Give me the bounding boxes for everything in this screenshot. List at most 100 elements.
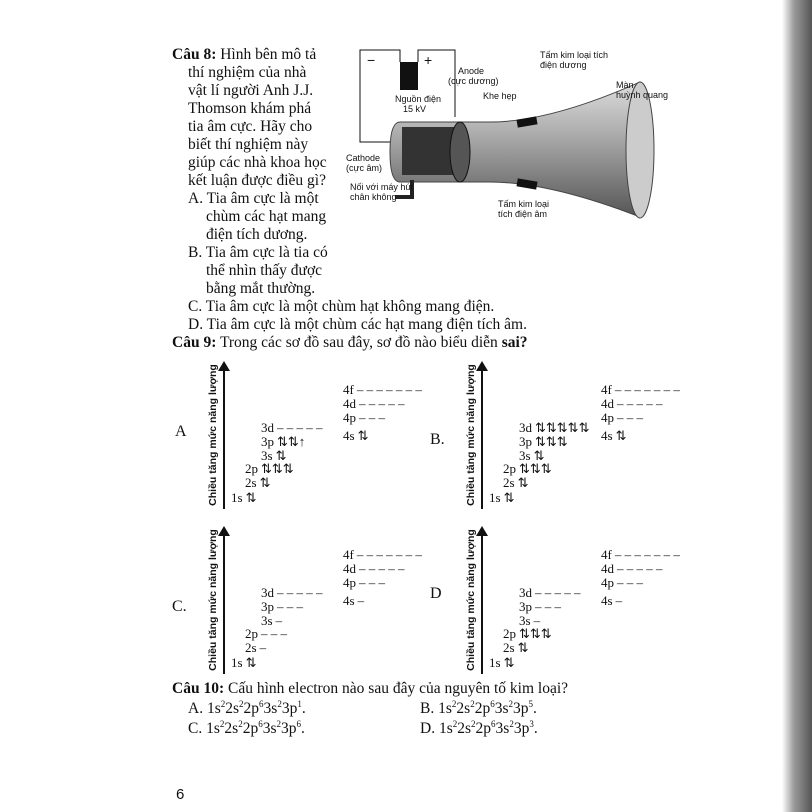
orbital-boxes: ⇅ [245,490,257,505]
orbital-level-4d: 4d– – – – – [601,562,663,576]
q8-option-b: B. Tia âm cực là tia có [188,244,328,261]
orbital-boxes: – – – [617,575,643,590]
orbital-boxes: – – – [277,599,303,614]
q9-emph: sai? [501,334,528,351]
orbital-boxes: – – – – – [359,561,405,576]
label-screen: Màn [616,80,634,90]
orbital-boxes: – [357,593,365,608]
q8-option-a-line: điện tích dương. [206,226,308,243]
level-label: 3s [519,448,531,463]
orbital-boxes: – – – – – [617,396,663,411]
label-pos-plate: Tấm kim loại tích [540,50,609,60]
orbital-boxes: ⇅⇅↑ [277,434,306,449]
orbital-boxes: – – – [261,626,287,641]
level-label: 4d [343,396,356,411]
level-label: 3p [519,599,532,614]
energy-axis [223,534,225,674]
orbital-boxes: ⇅ [503,490,515,505]
orbital-level-3p: 3p– – – [519,600,561,614]
orbital-boxes: – – – [359,575,385,590]
orbital-boxes: – – – – – – – [614,547,680,562]
orbital-boxes: – – – – – [535,585,581,600]
level-label: 3p [261,434,274,449]
orbital-boxes: ⇅⇅⇅ [519,626,552,641]
question-10: Câu 10: Cấu hình electron nào sau đây củ… [172,680,568,698]
minus-sign: − [367,52,376,68]
orbital-boxes: – – – – – – – [356,382,422,397]
orbital-level-2s: 2s– [245,641,266,655]
q8-line: giúp các nhà khoa học [188,154,327,171]
orbital-boxes: ⇅ [245,655,257,670]
diagram-letter: C. [172,598,187,615]
axis-label: Chiều tăng mức năng lượng [207,529,219,671]
q8-option-b-line: bằng mắt thường. [206,280,316,297]
q10-text: Cấu hình electron nào sau đây của nguyên… [227,680,569,697]
orbital-level-3p: 3p⇅⇅⇅ [519,435,568,449]
cathode-ray-tube-drawing [359,49,655,219]
energy-axis [481,534,483,674]
orbital-boxes: – – – – – – – [614,382,680,397]
label-anode-sub: (cực dương) [448,76,499,86]
orbital-boxes: ⇅⇅⇅ [535,434,568,449]
level-label: 3d [261,420,274,435]
orbital-level-2p: 2p– – – [245,627,287,641]
diagram-letter: B. [430,431,445,448]
orbital-boxes: – – – [617,410,643,425]
q8-line: kết luận được điều gì? [188,172,326,189]
axis-label: Chiều tăng mức năng lượng [465,364,477,506]
q8-line: biết thí nghiệm này [188,136,309,153]
orbital-level-4s: 4s⇅ [601,429,626,443]
orbital-level-3p: 3p⇅⇅↑ [261,435,305,449]
last-exponent: 5 [528,698,533,709]
arrow-up-icon [476,526,488,536]
level-label: 4p [601,575,614,590]
orbital-level-3d: 3d– – – – – [261,421,323,435]
energy-axis [481,369,483,509]
orbital-boxes: – – – [535,599,561,614]
label-neg-plate: tích điện âm [498,209,548,219]
orbital-level-3s: 3s– [261,614,282,628]
level-label: 2s [503,640,515,655]
last-exponent: 1 [297,698,302,709]
option-key: B. [420,700,435,717]
level-label: 4s [343,428,355,443]
orbital-boxes: ⇅⇅⇅ [261,461,294,476]
orbital-boxes: ⇅⇅⇅ [519,461,552,476]
orbital-level-4s: 4s– [601,594,622,608]
orbital-boxes: – – – – – [617,561,663,576]
orbital-level-4p: 4p– – – [601,411,643,425]
arrow-up-icon [476,361,488,371]
orbital-boxes: ⇅ [517,475,529,490]
level-label: 2p [503,461,516,476]
energy-axis [223,369,225,509]
orbital-level-4p: 4p– – – [601,576,643,590]
question-9: Câu 9: Trong các sơ đồ sau đây, sơ đồ nà… [172,334,528,352]
orbital-boxes: – – – [359,410,385,425]
arrow-up-icon [218,361,230,371]
option-key: A. [188,700,204,717]
orbital-level-1s: 1s⇅ [489,491,514,505]
orbital-level-3s: 3s– [519,614,540,628]
q9-label: Câu 9: [172,334,217,351]
q8-option-d: D. Tia âm cực là một chùm các hạt mang đ… [188,316,527,333]
q8-option-a: A. Tia âm cực là một [188,190,319,207]
level-label: 3d [519,420,532,435]
last-exponent: 6 [296,718,301,729]
level-label: 2p [245,461,258,476]
level-label: 3s [261,448,273,463]
orbital-boxes: ⇅⇅⇅⇅⇅ [535,420,590,435]
orbital-level-4s: 4s– [343,594,364,608]
level-label: 4f [601,382,612,397]
orbital-boxes: – – – – – – – [356,547,422,562]
q10-option-b: B. 1s22s22p63s23p5. [420,698,537,717]
q8-line: vật lí người Anh J.J. [188,82,314,99]
level-label: 3s [519,613,531,628]
orbital-level-3d: 3d– – – – – [519,586,581,600]
orbital-level-3d: 3d– – – – – [261,586,323,600]
option-key: D. [420,720,436,737]
label-neg-plate: Tấm kim loại [498,199,550,209]
diagram-letter: A [175,423,187,440]
q8-line: Thomson khám phá [188,100,312,117]
level-label: 3d [519,585,532,600]
